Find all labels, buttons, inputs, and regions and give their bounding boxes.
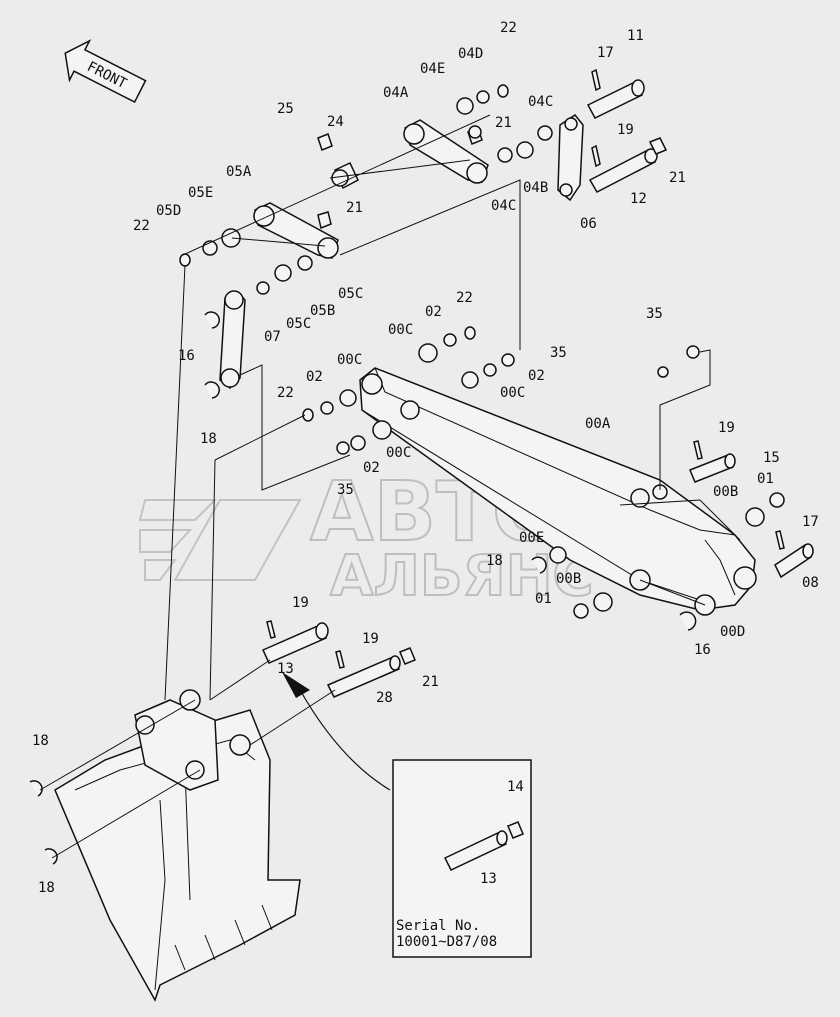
callout-35: 35	[646, 306, 663, 322]
lower-pins	[261, 620, 416, 698]
callout-02-left: 02	[306, 369, 323, 385]
callout-22-upper-mid: 22	[456, 290, 473, 306]
callout-05b: 05B	[310, 303, 335, 319]
link-07	[204, 290, 246, 399]
callout-00d: 00D	[720, 624, 745, 640]
callout-04b: 04B	[523, 180, 548, 196]
callout-17: 17	[597, 45, 614, 61]
callout-19: 19	[617, 122, 634, 138]
callout-02: 02	[425, 304, 442, 320]
callout-labels: 22 04D 04E 17 11 04A 25 24 21 04C 19 21 …	[32, 20, 819, 896]
link-05a	[179, 202, 339, 267]
callout-19-right: 19	[718, 420, 735, 436]
callout-00c-mid: 00C	[337, 352, 362, 368]
callout-05e: 05E	[188, 185, 213, 201]
callout-22: 22	[500, 20, 517, 36]
bushings-04	[468, 125, 553, 163]
callout-01-lower: 01	[535, 591, 552, 607]
callout-22-left: 22	[133, 218, 150, 234]
callout-00e: 00E	[519, 530, 544, 546]
inset-arrow	[282, 672, 391, 791]
callout-17-right: 17	[802, 514, 819, 530]
callout-16: 16	[178, 348, 195, 364]
callout-18-mid: 18	[486, 553, 503, 569]
inset-serial-range: 10001~D87/08	[396, 934, 497, 950]
inset-box: Serial No. 10001~D87/08	[392, 759, 532, 958]
callout-05c-lower: 05C	[286, 316, 311, 332]
callout-19-lower-right: 19	[362, 631, 379, 647]
callout-12: 12	[630, 191, 647, 207]
callout-00b-lower: 00B	[556, 571, 581, 587]
link-plate-06	[557, 113, 584, 202]
pin-11	[586, 68, 645, 119]
callout-21: 21	[495, 115, 512, 131]
callout-00c: 00C	[388, 322, 413, 338]
right-side-parts	[531, 440, 814, 631]
callout-21-mid: 21	[346, 200, 363, 216]
callout-19-lower: 19	[292, 595, 309, 611]
bushings-00c	[302, 326, 700, 455]
callout-35-lower: 35	[337, 482, 354, 498]
inset-serial-label: Serial No.	[396, 918, 480, 934]
callout-01: 01	[757, 471, 774, 487]
link-04a	[403, 84, 509, 184]
callout-28: 28	[376, 690, 393, 706]
callout-22-lower: 22	[277, 385, 294, 401]
pin-12	[588, 137, 668, 193]
callout-18-bucket-upper: 18	[32, 733, 49, 749]
callout-02-right: 02	[528, 368, 545, 384]
callout-16-right: 16	[694, 642, 711, 658]
callout-00c-right: 00C	[500, 385, 525, 401]
callout-21-lower: 21	[422, 674, 439, 690]
callout-07: 07	[264, 329, 281, 345]
callout-08: 08	[802, 575, 819, 591]
callout-21-right: 21	[669, 170, 686, 186]
callout-04a: 04A	[383, 85, 409, 101]
callout-04c-lower: 04C	[491, 198, 516, 214]
bucket	[29, 689, 301, 1002]
bushing-24	[317, 133, 359, 190]
leader-lines	[39, 114, 711, 859]
callout-18: 18	[200, 431, 217, 447]
callout-14: 14	[507, 779, 524, 795]
callout-13: 13	[277, 661, 294, 677]
callout-35-mid: 35	[550, 345, 567, 361]
callout-05a: 05A	[226, 164, 252, 180]
callout-05c: 05C	[338, 286, 363, 302]
callout-04d: 04D	[458, 46, 483, 62]
callout-06: 06	[580, 216, 597, 232]
callout-04e: 04E	[420, 61, 445, 77]
callout-04c: 04C	[528, 94, 553, 110]
callout-15: 15	[763, 450, 780, 466]
callout-11: 11	[627, 28, 644, 44]
callout-00c-lower: 00C	[386, 445, 411, 461]
callout-18-bucket-lower: 18	[38, 880, 55, 896]
callout-25: 25	[277, 101, 294, 117]
bushings-05	[256, 255, 313, 295]
callout-00a: 00A	[585, 416, 611, 432]
callout-24: 24	[327, 114, 344, 130]
callout-05d: 05D	[156, 203, 181, 219]
callout-13-inset: 13	[480, 871, 497, 887]
callout-00b: 00B	[713, 484, 738, 500]
callout-02-lower: 02	[363, 460, 380, 476]
front-arrow: FRONT	[64, 39, 147, 104]
